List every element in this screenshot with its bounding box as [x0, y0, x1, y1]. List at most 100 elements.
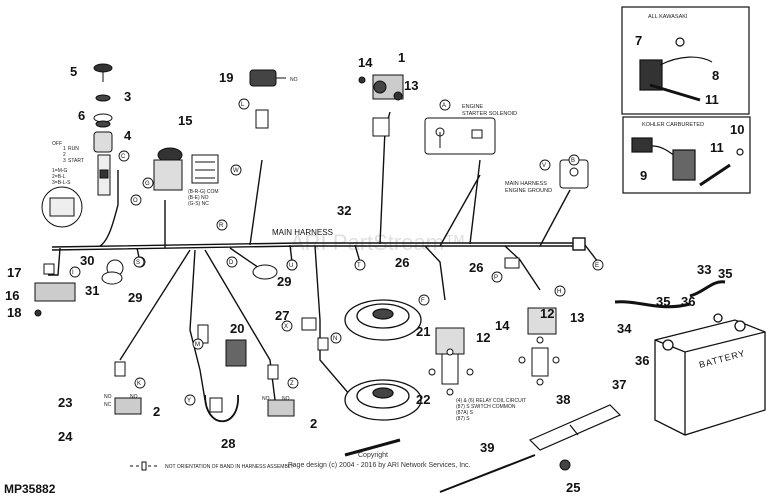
svg-text:NO: NO	[104, 394, 112, 400]
svg-text:9: 9	[640, 168, 647, 183]
svg-text:T: T	[357, 263, 361, 269]
svg-text:18: 18	[7, 305, 21, 320]
pto-clutch-top	[344, 299, 422, 341]
svg-text:Z: Z	[290, 381, 294, 387]
svg-text:32: 32	[337, 203, 351, 218]
svg-text:NO: NO	[282, 396, 290, 402]
svg-text:11: 11	[710, 140, 724, 155]
svg-text:23: 23	[58, 395, 72, 410]
svg-text:RUN: RUN	[68, 146, 79, 152]
svg-text:P: P	[494, 275, 498, 281]
svg-text:2=B-L: 2=B-L	[52, 174, 66, 180]
svg-text:NC: NC	[104, 402, 112, 408]
svg-text:NOT ORIENTATION OF BAND IN HAR: NOT ORIENTATION OF BAND IN HARNESS ASSEM…	[165, 464, 294, 470]
svg-text:3: 3	[63, 158, 66, 164]
svg-text:1: 1	[398, 50, 405, 65]
inset-kawasaki	[621, 6, 750, 115]
svg-text:X: X	[284, 324, 288, 330]
svg-text:3: 3	[124, 89, 131, 104]
diagram-code: MP35882	[4, 482, 56, 496]
svg-text:1: 1	[63, 146, 66, 152]
svg-text:START: START	[68, 158, 84, 164]
harness-label: MAIN HARNESS	[272, 228, 333, 237]
svg-text:22: 22	[416, 392, 430, 407]
svg-text:36: 36	[635, 353, 649, 368]
svg-text:38: 38	[556, 392, 570, 407]
svg-text:E: E	[595, 263, 599, 269]
svg-text:K: K	[137, 381, 141, 387]
svg-text:D: D	[229, 260, 234, 266]
svg-text:21: 21	[416, 324, 430, 339]
svg-text:(87A) S: (87A) S	[456, 410, 474, 416]
svg-text:16: 16	[5, 288, 19, 303]
svg-text:26: 26	[469, 260, 483, 275]
key-position-note: OFF 1 2 RUN 3 START 1=M-G 2=B-L 3=B-L-S	[52, 141, 84, 186]
no-labels: NO NO NO NO NO NC	[104, 77, 298, 408]
inset-mid-title: KOHLER CARBURETED	[642, 122, 704, 128]
svg-text:NO: NO	[290, 77, 298, 83]
svg-text:2: 2	[153, 404, 160, 419]
svg-text:H: H	[557, 289, 561, 295]
inset-kohler	[622, 116, 751, 194]
svg-text:(B-E) NO: (B-E) NO	[188, 195, 209, 201]
svg-text:35: 35	[718, 266, 732, 281]
svg-text:R: R	[219, 223, 224, 229]
pto-clutch-bottom	[344, 379, 422, 421]
svg-text:14: 14	[495, 318, 510, 333]
svg-text:29: 29	[128, 290, 142, 305]
svg-text:NO: NO	[130, 394, 138, 400]
svg-text:6: 6	[78, 108, 85, 123]
svg-text:13: 13	[404, 78, 418, 93]
starter-solenoid	[358, 74, 404, 137]
pto-switch	[153, 147, 219, 191]
engine-ground-note: MAIN HARNESS	[505, 181, 547, 187]
svg-text:36: 36	[681, 294, 695, 309]
svg-text:O: O	[133, 198, 138, 204]
copyright-line2: Page design (c) 2004 - 2016 by ARI Netwo…	[288, 462, 471, 469]
svg-text:17: 17	[7, 265, 21, 280]
svg-text:U: U	[289, 263, 293, 269]
lower-switches	[114, 361, 295, 417]
svg-text:8: 8	[712, 68, 719, 83]
svg-text:STARTER SOLENOID: STARTER SOLENOID	[462, 111, 517, 117]
svg-text:(4) & (6) RELAY COIL CIRCUIT: (4) & (6) RELAY COIL CIRCUIT	[456, 398, 526, 404]
svg-text:26: 26	[395, 255, 409, 270]
svg-text:14: 14	[358, 55, 373, 70]
relay-right	[518, 307, 560, 386]
svg-text:A: A	[442, 103, 446, 109]
svg-text:30: 30	[80, 253, 94, 268]
misc-connectors	[301, 257, 520, 351]
svg-text:31: 31	[85, 283, 99, 298]
left-switch-cluster	[34, 263, 76, 317]
svg-text:L: L	[241, 102, 245, 108]
svg-text:37: 37	[612, 377, 626, 392]
svg-text:34: 34	[617, 321, 632, 336]
svg-text:(87) S: (87) S	[456, 416, 470, 422]
svg-text:(87) S SWITCH COMMON: (87) S SWITCH COMMON	[456, 404, 516, 410]
battery-hold-down	[528, 404, 622, 451]
seat-switch	[249, 69, 286, 129]
svg-text:33: 33	[697, 262, 711, 277]
svg-text:15: 15	[178, 113, 192, 128]
svg-text:W: W	[233, 168, 239, 174]
relay-left	[428, 327, 474, 396]
svg-text:B: B	[571, 158, 575, 164]
svg-text:10: 10	[730, 122, 744, 137]
svg-text:13: 13	[570, 310, 584, 325]
bottom-note: NOT ORIENTATION OF BAND IN HARNESS ASSEM…	[130, 461, 294, 471]
svg-text:(B-R-G) COM: (B-R-G) COM	[188, 189, 219, 195]
pto-note: (B-R-G) COM (B-E) NO (G-S) NC	[188, 189, 219, 207]
svg-text:11: 11	[705, 92, 719, 107]
svg-text:20: 20	[230, 321, 244, 336]
svg-text:V: V	[542, 163, 546, 169]
svg-text:(G-S) NC: (G-S) NC	[188, 201, 209, 207]
battery	[654, 313, 766, 436]
svg-text:2: 2	[63, 152, 66, 158]
svg-text:27: 27	[275, 308, 289, 323]
engine-starter-note: ENGINE	[462, 104, 483, 110]
svg-text:24: 24	[58, 429, 73, 444]
svg-text:12: 12	[540, 306, 554, 321]
svg-text:39: 39	[480, 440, 494, 455]
svg-text:F: F	[421, 298, 425, 304]
